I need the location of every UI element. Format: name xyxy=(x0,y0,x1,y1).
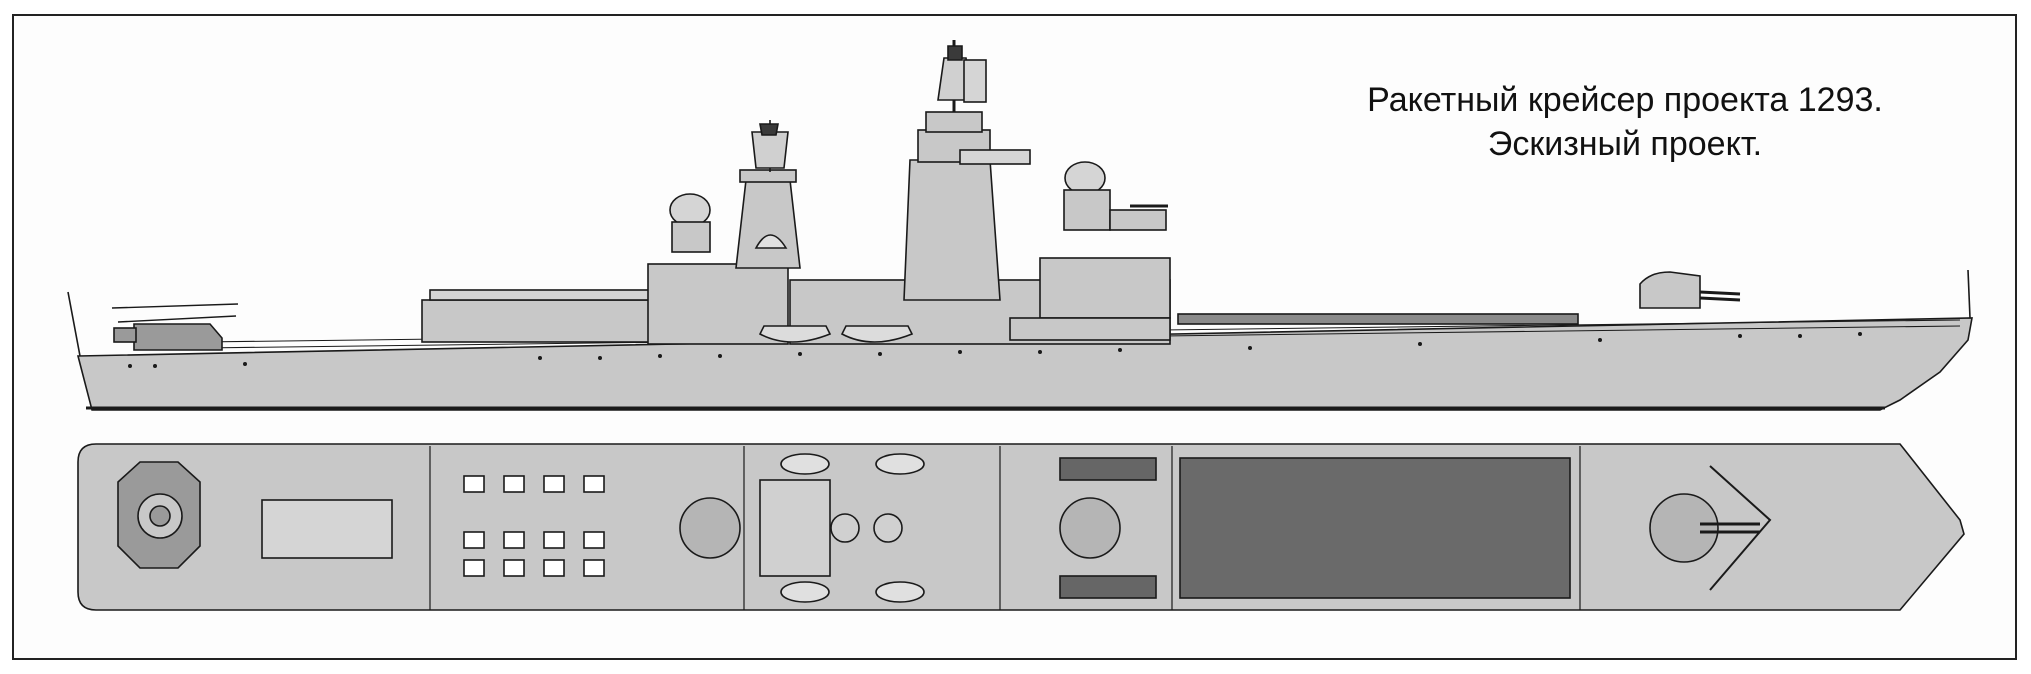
bow-jackstaff xyxy=(1967,269,1971,319)
radar-dome-aft xyxy=(669,193,711,253)
title-line-2: Эскизный проект. xyxy=(1487,125,1763,163)
side-profile-view xyxy=(67,40,1973,411)
helipad xyxy=(117,461,201,569)
plan-view xyxy=(77,443,1965,611)
main-tower xyxy=(903,159,1001,301)
aft-superstructure xyxy=(421,299,653,343)
helicopter xyxy=(111,303,239,351)
lifeboat-1 xyxy=(758,325,832,343)
drawing-title: Ракетный крейсер проекта 1293. Эскизный … xyxy=(1300,78,1950,166)
bow-gun-turret xyxy=(1639,271,1741,309)
aft-launcher-hatches xyxy=(463,475,605,577)
bow-turret-plan xyxy=(1649,493,1719,563)
aft-mast xyxy=(735,179,801,269)
missile-cell-grid xyxy=(1179,457,1571,599)
stern-pole xyxy=(67,291,81,357)
aft-mast-arch xyxy=(754,234,788,249)
ciws-mounts xyxy=(1059,457,1157,599)
fwd-superstructure xyxy=(1039,257,1171,319)
radar-base-aft xyxy=(679,497,741,559)
radar-base-fwd xyxy=(1059,497,1121,559)
portholes xyxy=(128,332,1862,368)
radar-dome-fwd xyxy=(1063,161,1111,231)
lifeboat-2 xyxy=(840,325,914,343)
title-line-1: Ракетный крейсер проекта 1293. xyxy=(1367,81,1883,119)
hangar-hatch xyxy=(261,499,393,559)
side-hull xyxy=(76,317,1973,411)
